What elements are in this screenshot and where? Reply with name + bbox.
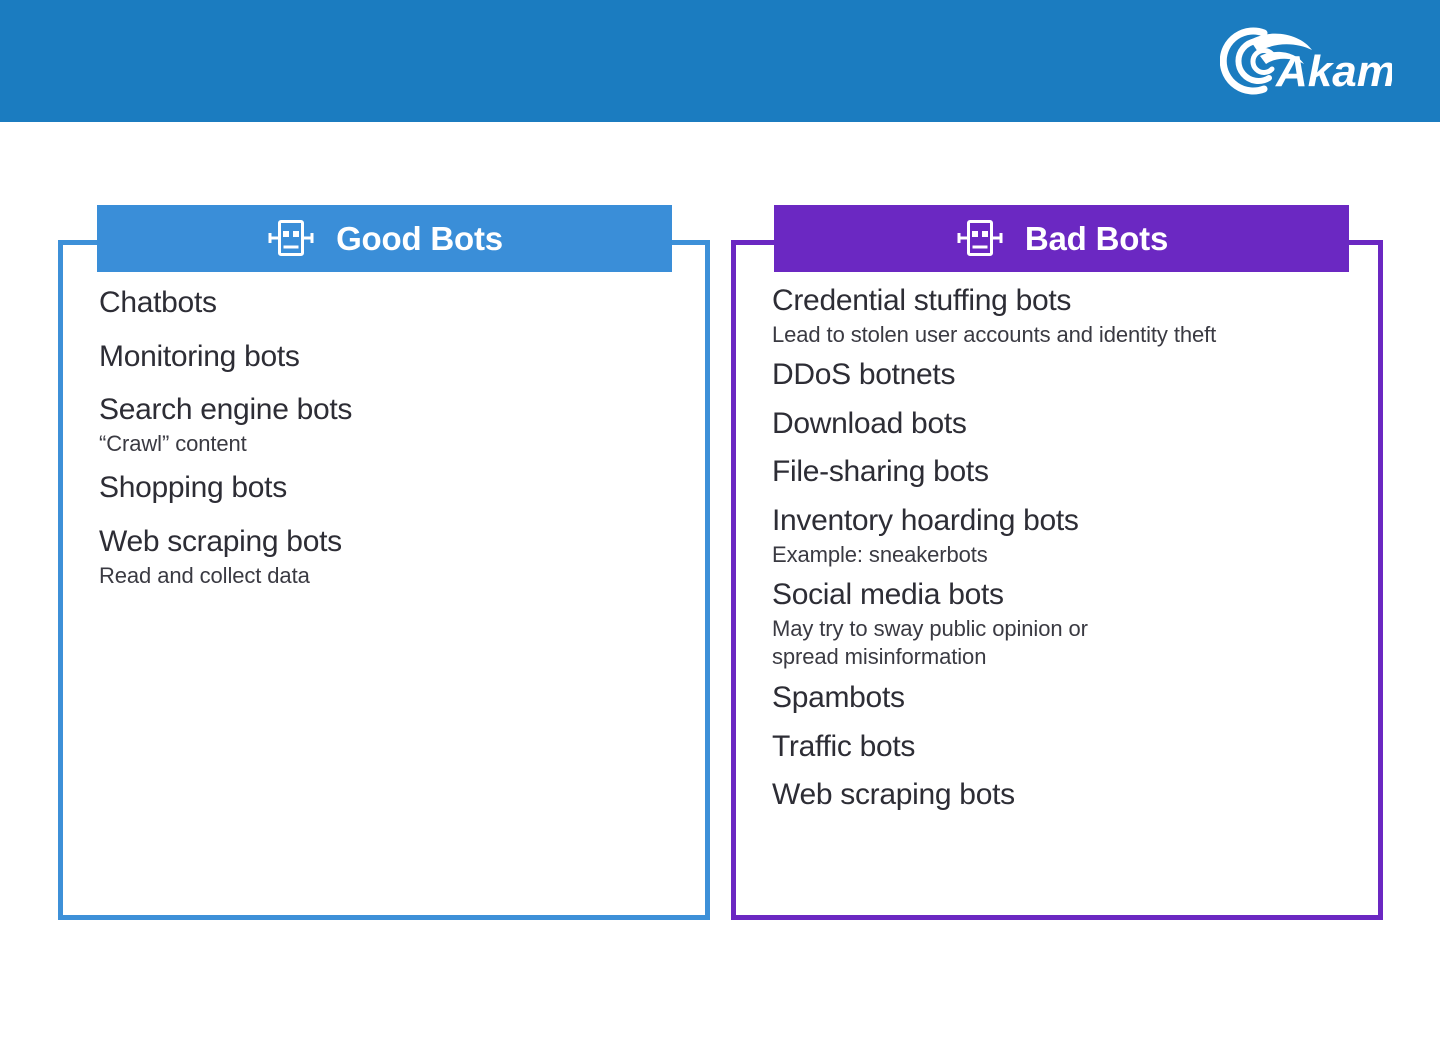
bad-bots-body: Credential stuffing bots Lead to stolen … bbox=[772, 283, 1367, 826]
akamai-logo: Akamai bbox=[1220, 21, 1392, 101]
good-bots-title: Good Bots bbox=[336, 220, 503, 257]
bot-title: Chatbots bbox=[99, 286, 217, 319]
list-item: Social media bots May try to sway public… bbox=[772, 577, 1367, 672]
list-item: Credential stuffing bots Lead to stolen … bbox=[772, 283, 1367, 349]
robot-head-icon bbox=[268, 219, 314, 256]
bot-title: Social media bots bbox=[772, 578, 1004, 612]
brand-banner: Akamai bbox=[0, 0, 1440, 122]
bot-title: Inventory hoarding bots bbox=[772, 503, 1079, 537]
bot-title: DDoS botnets bbox=[772, 358, 956, 392]
bot-title: File-sharing bots bbox=[772, 455, 989, 489]
bot-title: Spambots bbox=[772, 680, 905, 714]
list-item: Chatbots bbox=[99, 285, 694, 322]
good-bots-body: Chatbots Monitoring bots Search engine b… bbox=[99, 285, 694, 602]
bad-bots-list: Credential stuffing bots Lead to stolen … bbox=[772, 283, 1367, 814]
bot-title: Download bots bbox=[772, 406, 967, 440]
akamai-logo-icon: Akamai bbox=[1220, 27, 1392, 96]
bad-bots-card: Bad Bots Credential stuffing bots Lead t… bbox=[731, 205, 1383, 920]
bot-title: Shopping bots bbox=[99, 471, 287, 505]
list-item: Traffic bots bbox=[772, 729, 1367, 766]
list-item: Web scraping bots Read and collect data bbox=[99, 524, 694, 590]
list-item: Inventory hoarding bots Example: sneaker… bbox=[772, 503, 1367, 569]
list-item: Search engine bots “Crawl” content bbox=[99, 392, 694, 458]
robot-head-icon bbox=[957, 219, 1003, 256]
bot-subtitle: “Crawl” content bbox=[99, 430, 247, 456]
bot-subtitle: Lead to stolen user accounts and identit… bbox=[772, 321, 1217, 347]
bot-title: Traffic bots bbox=[772, 729, 916, 763]
good-bots-list: Chatbots Monitoring bots Search engine b… bbox=[99, 285, 694, 590]
bot-title: Monitoring bots bbox=[99, 339, 300, 373]
bot-subtitle: May try to sway public opinion or spread… bbox=[772, 615, 1088, 670]
list-item: Web scraping bots bbox=[772, 777, 1367, 814]
bad-bots-header: Bad Bots bbox=[774, 205, 1349, 272]
list-item: Spambots bbox=[772, 680, 1367, 717]
list-item: Download bots bbox=[772, 406, 1367, 443]
bot-title: Search engine bots bbox=[99, 393, 353, 427]
bot-title: Web scraping bots bbox=[772, 778, 1015, 812]
good-bots-header: Good Bots bbox=[97, 205, 672, 272]
good-bots-card: Good Bots Chatbots Monitoring bots Searc… bbox=[58, 205, 710, 920]
bot-title: Credential stuffing bots bbox=[772, 284, 1072, 317]
bot-title: Web scraping bots bbox=[99, 524, 342, 558]
list-item: Monitoring bots bbox=[99, 339, 694, 376]
list-item: File-sharing bots bbox=[772, 454, 1367, 491]
list-item: DDoS botnets bbox=[772, 357, 1367, 394]
bot-subtitle: Example: sneakerbots bbox=[772, 541, 988, 567]
akamai-wordmark: Akamai bbox=[1275, 47, 1392, 96]
list-item: Shopping bots bbox=[99, 470, 694, 507]
bad-bots-title: Bad Bots bbox=[1024, 220, 1169, 257]
bot-subtitle: Read and collect data bbox=[99, 562, 310, 588]
good-bots-card-frame bbox=[58, 240, 710, 920]
